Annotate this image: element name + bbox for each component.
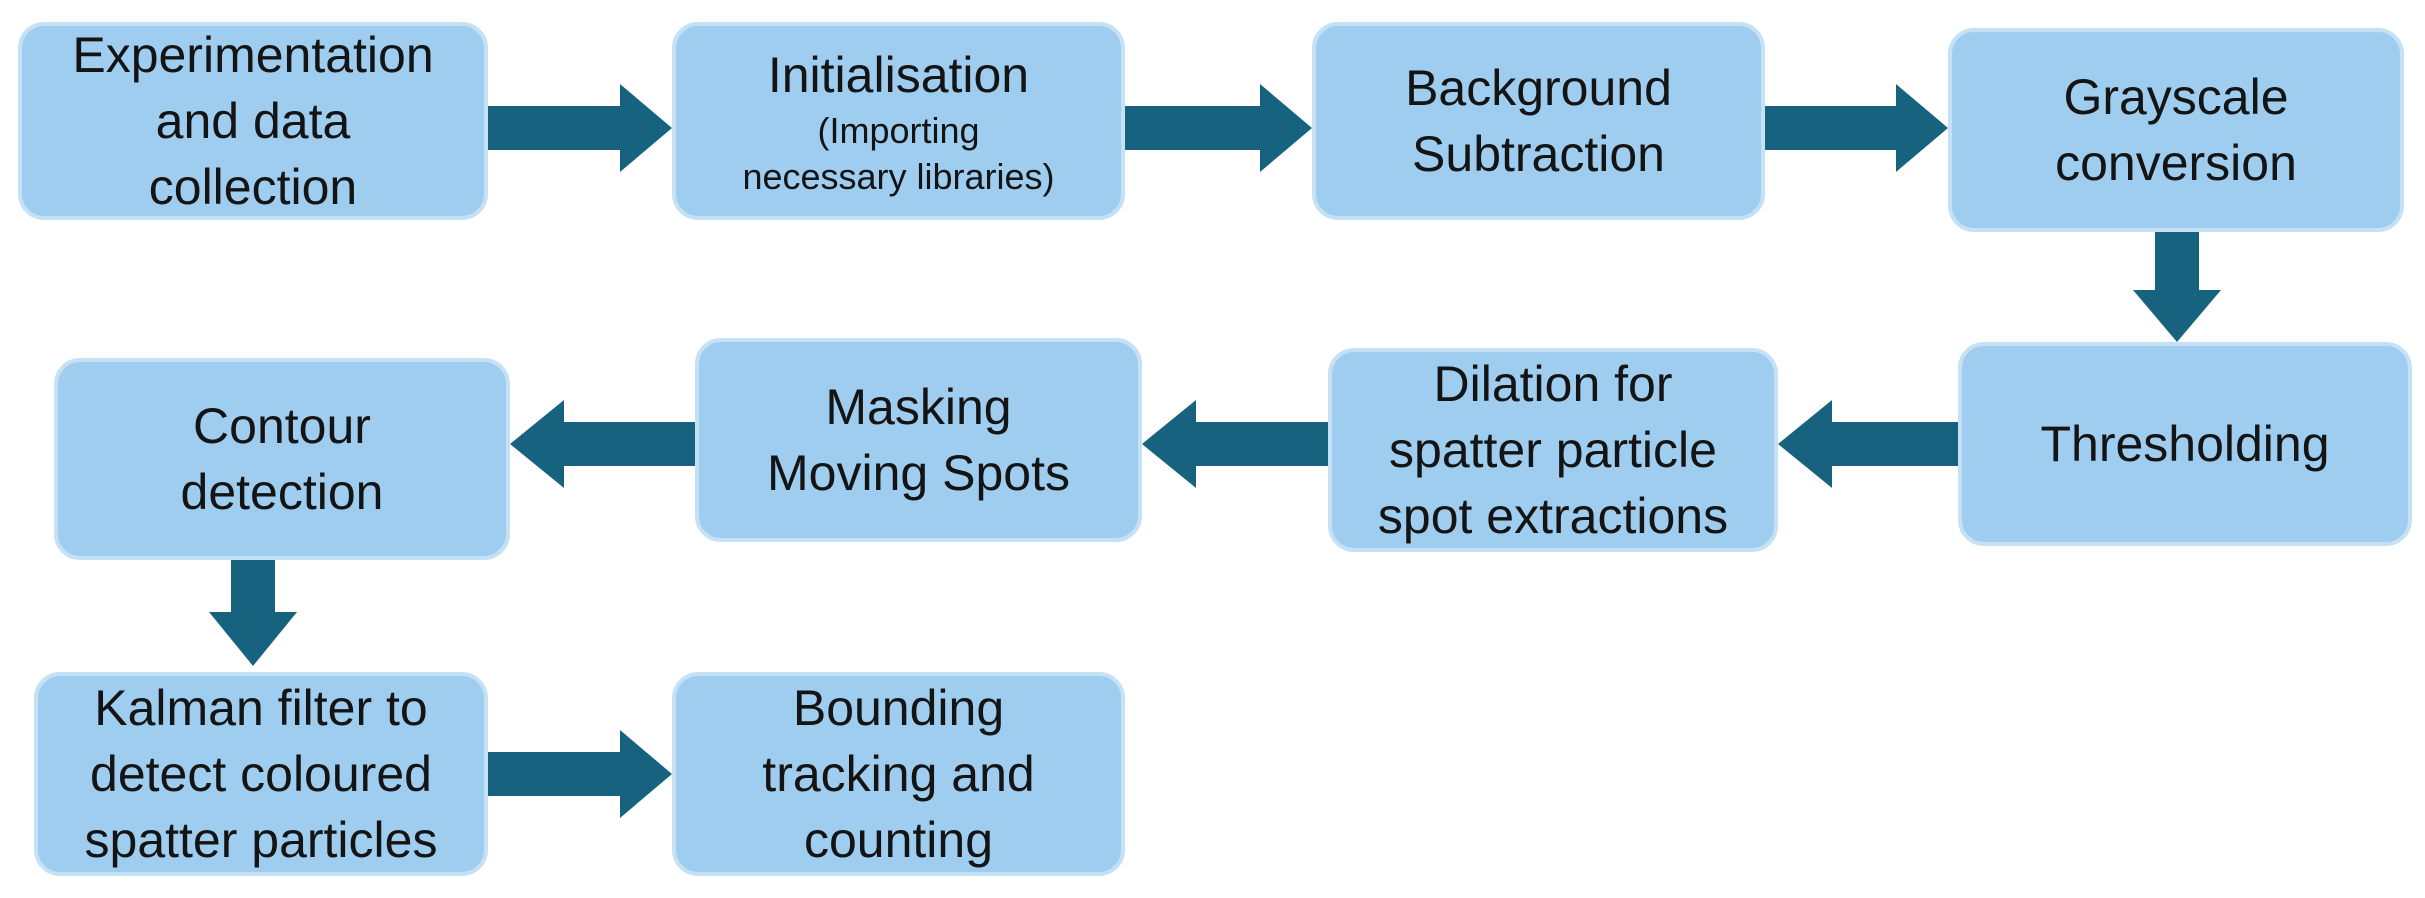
- arrow-kalman-filter-to-bounding: [488, 730, 672, 818]
- step-background-subtraction: Background Subtraction: [1312, 22, 1765, 220]
- arrow-background-subtraction-to-grayscale-conversion: [1765, 84, 1948, 172]
- step-experimentation-line-2: and data: [155, 93, 351, 149]
- step-dilation: Dilation for spatter particle spot extra…: [1328, 348, 1778, 552]
- arrow-dilation-to-masking: [1142, 400, 1328, 488]
- arrow-thresholding-to-dilation: [1778, 400, 1962, 488]
- step-initialisation-sub-line-1: (Importing: [817, 110, 980, 151]
- arrow-contour-detection-to-kalman-filter: [209, 560, 297, 666]
- step-thresholding-line-1: Thresholding: [2040, 416, 2330, 472]
- step-dilation-line-3: spot extractions: [1377, 488, 1729, 544]
- step-experimentation-line-3: collection: [148, 159, 358, 215]
- step-bounding-line-1: Bounding: [792, 680, 1005, 736]
- step-grayscale-conversion: Grayscale conversion: [1948, 28, 2404, 232]
- step-contour-detection-line-1: Contour: [193, 398, 371, 454]
- step-masking-line-2: Moving Spots: [767, 445, 1070, 501]
- step-initialisation-line-1: Initialisation: [767, 47, 1030, 103]
- arrow-initialisation-to-background-subtraction: [1125, 84, 1312, 172]
- step-initialisation-sub-line-2: necessary libraries): [742, 156, 1055, 197]
- step-grayscale-conversion-line-1: Grayscale: [2063, 69, 2289, 125]
- step-background-subtraction-line-2: Subtraction: [1412, 126, 1665, 182]
- step-dilation-line-2: spatter particle: [1389, 422, 1717, 478]
- step-contour-detection-line-2: detection: [180, 464, 384, 520]
- step-bounding-line-2: tracking and: [762, 746, 1035, 802]
- arrow-grayscale-conversion-to-thresholding: [2133, 232, 2221, 342]
- step-bounding-line-3: counting: [803, 812, 994, 868]
- step-experimentation: Experimentation and data collection: [18, 22, 488, 220]
- step-background-subtraction-line-1: Background: [1405, 60, 1672, 116]
- step-kalman-filter-line-2: detect coloured: [90, 746, 432, 802]
- step-bounding: Bounding tracking and counting: [672, 672, 1125, 876]
- step-masking-line-1: Masking: [825, 379, 1012, 435]
- step-initialisation: Initialisation (Importing necessary libr…: [672, 22, 1125, 220]
- step-kalman-filter: Kalman filter to detect coloured spatter…: [34, 672, 488, 876]
- step-kalman-filter-line-3: spatter particles: [84, 812, 438, 868]
- step-dilation-line-1: Dilation for: [1433, 356, 1673, 412]
- step-kalman-filter-line-1: Kalman filter to: [94, 680, 428, 736]
- step-grayscale-conversion-line-2: conversion: [2055, 135, 2297, 191]
- arrow-experimentation-to-initialisation: [488, 84, 672, 172]
- step-experimentation-line-1: Experimentation: [72, 27, 434, 83]
- arrow-masking-to-contour-detection: [510, 400, 695, 488]
- step-contour-detection: Contour detection: [54, 358, 510, 560]
- step-thresholding: Thresholding: [1958, 342, 2412, 546]
- step-masking: Masking Moving Spots: [695, 338, 1142, 542]
